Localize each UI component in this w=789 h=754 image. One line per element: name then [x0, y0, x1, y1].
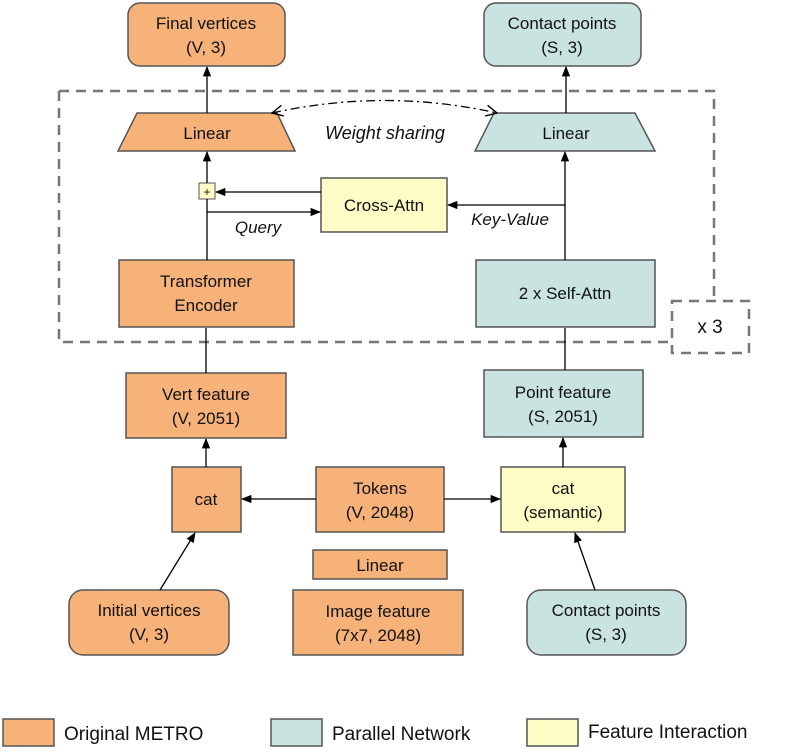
query-label: Query [235, 218, 283, 237]
tokens-label: Tokens [353, 479, 407, 498]
repeat-label: x 3 [697, 317, 722, 338]
point-feature-shape: (S, 2051) [528, 407, 598, 426]
legend-swatch-interaction [526, 718, 579, 747]
linear-right-box [473, 112, 657, 152]
legend-swatch-parallel [270, 718, 323, 747]
final-vertices-shape: (V, 3) [186, 38, 226, 57]
plus-label: + [203, 185, 210, 199]
point-feature-label: Point feature [515, 383, 611, 402]
repeat-box [670, 299, 751, 355]
legend-label-original: Original METRO [64, 724, 203, 745]
weight-sharing-label: Weight sharing [325, 123, 445, 143]
vert-feature-shape: (V, 2051) [172, 409, 240, 428]
initial-vertices-box [68, 589, 230, 656]
linear-right-label: Linear [542, 124, 590, 143]
cat-semantic-label: cat [552, 479, 575, 498]
weight-sharing-arc [272, 99, 497, 114]
encoder-label: Encoder [174, 296, 238, 315]
cross-attn-label: Cross-Attn [344, 196, 424, 215]
transformer-encoder-box [118, 259, 295, 328]
arrow-contact-to-cat-semantic [574, 532, 596, 591]
linear-mid-label: Linear [356, 556, 404, 575]
cat-left-label: cat [195, 490, 218, 509]
image-feature-box [292, 589, 464, 656]
initial-vertices-shape: (V, 3) [129, 625, 169, 644]
repeat-region [59, 89, 716, 301]
point-feature-box [483, 369, 644, 438]
contact-points-bottom-box [526, 589, 687, 656]
contact-points-bottom-label: Contact points [552, 601, 661, 620]
final-vertices-label: Final vertices [156, 14, 256, 33]
arrow-initial-to-cat [159, 532, 196, 591]
vert-feature-label: Vert feature [162, 385, 250, 404]
linear-left-label: Linear [183, 124, 231, 143]
key-value-label: Key-Value [471, 210, 549, 229]
legend-label-parallel: Parallel Network [332, 724, 471, 745]
cat-semantic-sub: (semantic) [523, 503, 602, 522]
tokens-box [315, 466, 445, 533]
transformer-label: Transformer [160, 272, 252, 291]
self-attn-box [475, 259, 656, 328]
contact-points-top-label: Contact points [508, 14, 617, 33]
vert-feature-box [125, 372, 287, 439]
contact-points-bottom-shape: (S, 3) [585, 625, 627, 644]
legend-swatch-original [2, 718, 55, 747]
legend-label-interaction: Feature Interaction [588, 722, 747, 743]
contact-points-top-shape: (S, 3) [541, 38, 583, 57]
tokens-shape: (V, 2048) [346, 503, 414, 522]
linear-left-box [116, 112, 297, 152]
linear-mid-box [312, 549, 448, 580]
initial-vertices-label: Initial vertices [98, 601, 201, 620]
image-feature-shape: (7x7, 2048) [335, 626, 421, 645]
image-feature-label: Image feature [326, 602, 431, 621]
cat-semantic-box [500, 466, 626, 533]
self-attn-label: 2 x Self-Attn [519, 284, 612, 303]
